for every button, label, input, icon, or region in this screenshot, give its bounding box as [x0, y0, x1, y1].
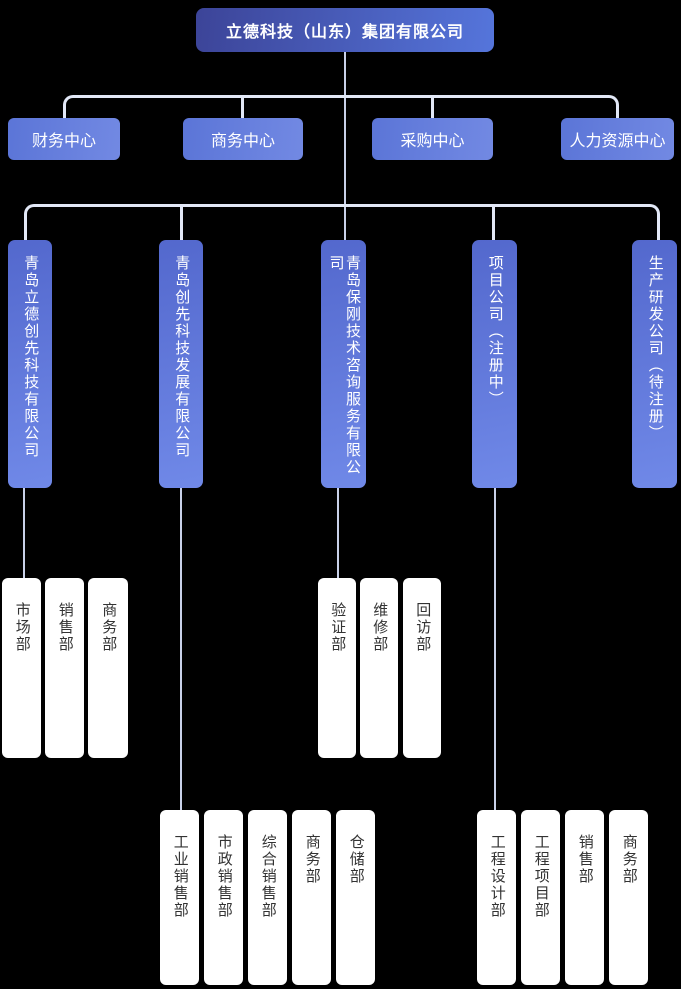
node-dept-municipal-sales: 市政销售部 — [204, 810, 243, 985]
node-dept-followup: 回访部 — [403, 578, 441, 758]
company-3-label: 青岛保刚技术咨询服务有限公司 — [327, 255, 362, 476]
connector-stub-business-center — [241, 95, 244, 118]
node-dept-business-c1: 商务部 — [88, 578, 128, 758]
dept-industrial-sales-label: 工业销售部 — [171, 834, 189, 919]
connector-company-2-depts — [180, 488, 182, 810]
dept-municipal-sales-label: 市政销售部 — [215, 834, 233, 919]
dept-comprehensive-sales-label: 综合销售部 — [259, 834, 277, 919]
node-dept-sales-c4: 销售部 — [565, 810, 604, 985]
node-company-project-registering: 项目公司（注册中） — [472, 240, 517, 488]
dept-business-c4-label: 商务部 — [620, 834, 638, 885]
dept-maintenance-label: 维修部 — [371, 602, 389, 653]
procurement-center-label: 采购中心 — [400, 133, 465, 150]
connector-company-3-depts — [337, 488, 339, 578]
company-1-label: 青岛立德创先科技有限公司 — [22, 255, 40, 459]
connector-level2-bracket — [63, 95, 619, 118]
node-dept-business-c2: 商务部 — [292, 810, 331, 985]
node-business-center: 商务中心 — [183, 118, 303, 160]
dept-verification-label: 验证部 — [329, 602, 347, 653]
node-dept-sales-c1: 销售部 — [45, 578, 84, 758]
company-4-label: 项目公司（注册中） — [486, 255, 504, 408]
company-5-label: 生产研发公司（待注册） — [646, 255, 664, 442]
node-hr-center: 人力资源中心 — [561, 118, 674, 160]
node-dept-engineering-project: 工程项目部 — [521, 810, 560, 985]
node-dept-marketing: 市场部 — [2, 578, 41, 758]
business-center-label: 商务中心 — [210, 133, 275, 150]
root-company-node: 立德科技（山东）集团有限公司 — [196, 8, 494, 52]
dept-engineering-design-label: 工程设计部 — [488, 834, 506, 919]
node-procurement-center: 采购中心 — [372, 118, 493, 160]
connector-company-4-depts — [494, 488, 496, 810]
dept-engineering-project-label: 工程项目部 — [532, 834, 550, 919]
connector-stub-company-4 — [492, 204, 495, 240]
connector-stub-company-2 — [180, 204, 183, 240]
node-dept-engineering-design: 工程设计部 — [477, 810, 516, 985]
connector-stub-procurement-center — [431, 95, 434, 118]
node-dept-business-c4: 商务部 — [609, 810, 648, 985]
connector-level3-bracket — [24, 204, 660, 240]
node-company-chuangxian-tech-dev: 青岛创先科技发展有限公司 — [159, 240, 203, 488]
dept-business-c1-label: 商务部 — [100, 602, 118, 653]
root-company-label: 立德科技（山东）集团有限公司 — [225, 24, 464, 41]
connector-company-1-depts — [23, 488, 25, 578]
node-finance-center: 财务中心 — [8, 118, 120, 160]
node-company-baogang-consulting: 青岛保刚技术咨询服务有限公司 — [321, 240, 366, 488]
node-dept-warehouse: 仓储部 — [336, 810, 375, 985]
connector-trunk-center — [344, 52, 346, 240]
dept-marketing-label: 市场部 — [13, 602, 31, 653]
node-dept-comprehensive-sales: 综合销售部 — [248, 810, 287, 985]
finance-center-label: 财务中心 — [31, 133, 96, 150]
company-2-label: 青岛创先科技发展有限公司 — [173, 255, 191, 459]
node-company-lide-chuangxian: 青岛立德创先科技有限公司 — [8, 240, 52, 488]
dept-sales-c1-label: 销售部 — [56, 602, 74, 653]
dept-sales-c4-label: 销售部 — [576, 834, 594, 885]
node-dept-industrial-sales: 工业销售部 — [160, 810, 199, 985]
dept-warehouse-label: 仓储部 — [347, 834, 365, 885]
node-dept-verification: 验证部 — [318, 578, 356, 758]
dept-business-c2-label: 商务部 — [303, 834, 321, 885]
node-company-production-rd: 生产研发公司（待注册） — [632, 240, 677, 488]
hr-center-label: 人力资源中心 — [569, 133, 666, 150]
dept-followup-label: 回访部 — [414, 602, 432, 653]
node-dept-maintenance: 维修部 — [360, 578, 398, 758]
